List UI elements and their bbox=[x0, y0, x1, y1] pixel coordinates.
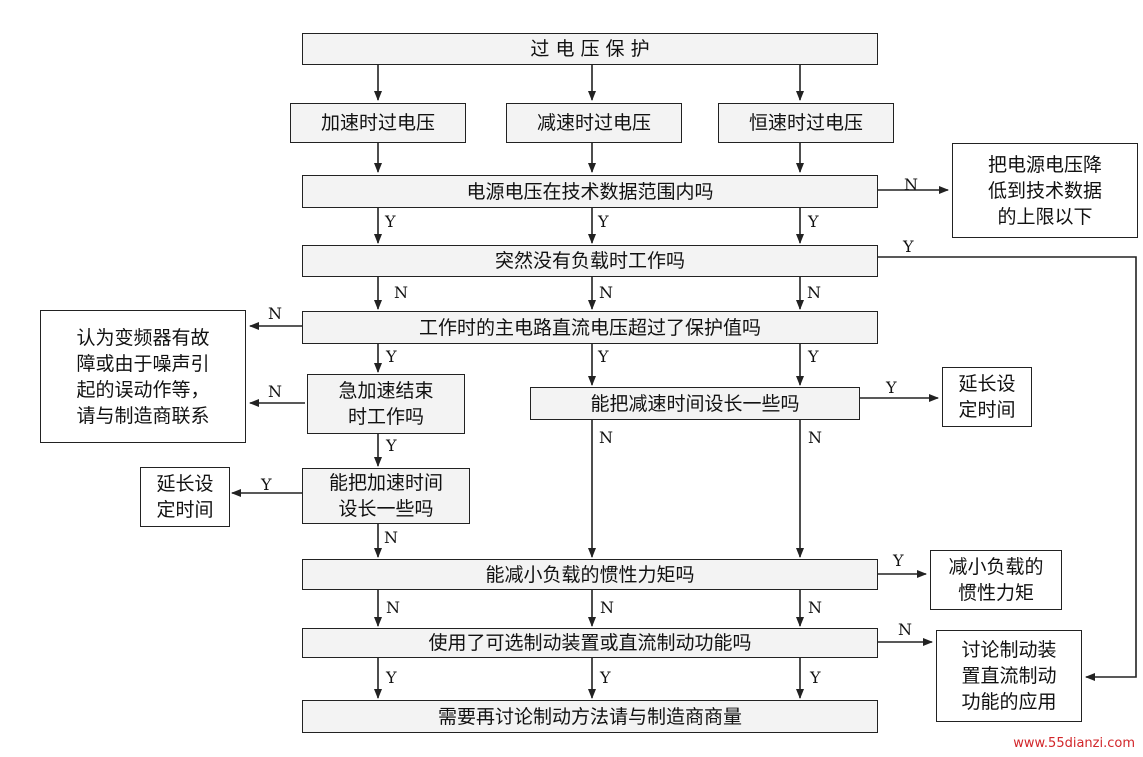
label-supply-yes-1: Y bbox=[385, 212, 396, 231]
label-braking-yes-1: Y bbox=[386, 668, 397, 687]
label-supply-yes-3: Y bbox=[808, 212, 819, 231]
label-inertia-yes: Y bbox=[893, 551, 904, 570]
label-decelq-no-2: N bbox=[808, 428, 822, 447]
reduce-inertia-box: 减小负载的 惯性力矩 bbox=[930, 550, 1062, 610]
constant-overvoltage-box: 恒速时过电压 bbox=[718, 103, 894, 143]
lower-supply-box: 把电源电压降 低到技术数据 的上限以下 bbox=[952, 143, 1138, 238]
label-supply-yes-2: Y bbox=[598, 212, 609, 231]
braking-apply-box: 讨论制动装 置直流制动 功能的应用 bbox=[936, 630, 1082, 722]
label-accelq-yes: Y bbox=[261, 475, 272, 494]
label-load-yes: Y bbox=[903, 237, 914, 256]
label-supply-no: N bbox=[904, 175, 918, 194]
supply-check-box: 电源电压在技术数据范围内吗 bbox=[302, 175, 878, 208]
label-accelq-no: N bbox=[384, 528, 398, 547]
label-load-no-1: N bbox=[394, 283, 408, 302]
label-sharp-no: N bbox=[268, 382, 282, 401]
label-braking-no: N bbox=[898, 620, 912, 639]
overvoltage-box: 过 电 压 保 护 bbox=[302, 33, 878, 65]
label-dc-yes-3: Y bbox=[808, 347, 819, 366]
decel-overvoltage-box: 减速时过电压 bbox=[506, 103, 682, 143]
label-dc-no: N bbox=[268, 304, 282, 323]
extend-time-left-box: 延长设 定时间 bbox=[140, 467, 230, 527]
arrow-load-apply bbox=[878, 256, 1137, 681]
consult-manufacturer-box: 需要再讨论制动方法请与制造商商量 bbox=[302, 700, 878, 733]
watermark: www.55dianzi.com bbox=[1013, 736, 1135, 751]
label-dc-yes-1: Y bbox=[386, 347, 397, 366]
braking-question-box: 使用了可选制动装置或直流制动功能吗 bbox=[302, 628, 878, 658]
label-sharp-yes: Y bbox=[386, 436, 397, 455]
extend-time-right-box: 延长设 定时间 bbox=[942, 367, 1032, 427]
sudden-load-box: 突然没有负载时工作吗 bbox=[302, 245, 878, 277]
label-braking-yes-3: Y bbox=[810, 668, 821, 687]
label-load-no-2: N bbox=[599, 283, 613, 302]
label-decelq-yes: Y bbox=[886, 378, 897, 397]
label-inertia-no-1: N bbox=[386, 598, 400, 617]
sharp-accel-box: 急加速结束 时工作吗 bbox=[307, 374, 465, 434]
label-inertia-no-2: N bbox=[600, 598, 614, 617]
dc-check-box: 工作时的主电路直流电压超过了保护值吗 bbox=[302, 311, 878, 344]
label-load-no-3: N bbox=[807, 283, 821, 302]
inertia-question-box: 能减小负载的惯性力矩吗 bbox=[302, 559, 878, 590]
label-braking-yes-2: Y bbox=[600, 668, 611, 687]
decel-time-question-box: 能把减速时间设长一些吗 bbox=[530, 387, 860, 420]
accel-time-question-box: 能把加速时间 设长一些吗 bbox=[302, 468, 470, 524]
label-decelq-no-1: N bbox=[599, 428, 613, 447]
malfunction-box: 认为变频器有故 障或由于噪声引 起的误动作等， 请与制造商联系 bbox=[40, 310, 246, 443]
accel-overvoltage-box: 加速时过电压 bbox=[290, 103, 466, 143]
label-dc-yes-2: Y bbox=[598, 347, 609, 366]
label-inertia-no-3: N bbox=[808, 598, 822, 617]
